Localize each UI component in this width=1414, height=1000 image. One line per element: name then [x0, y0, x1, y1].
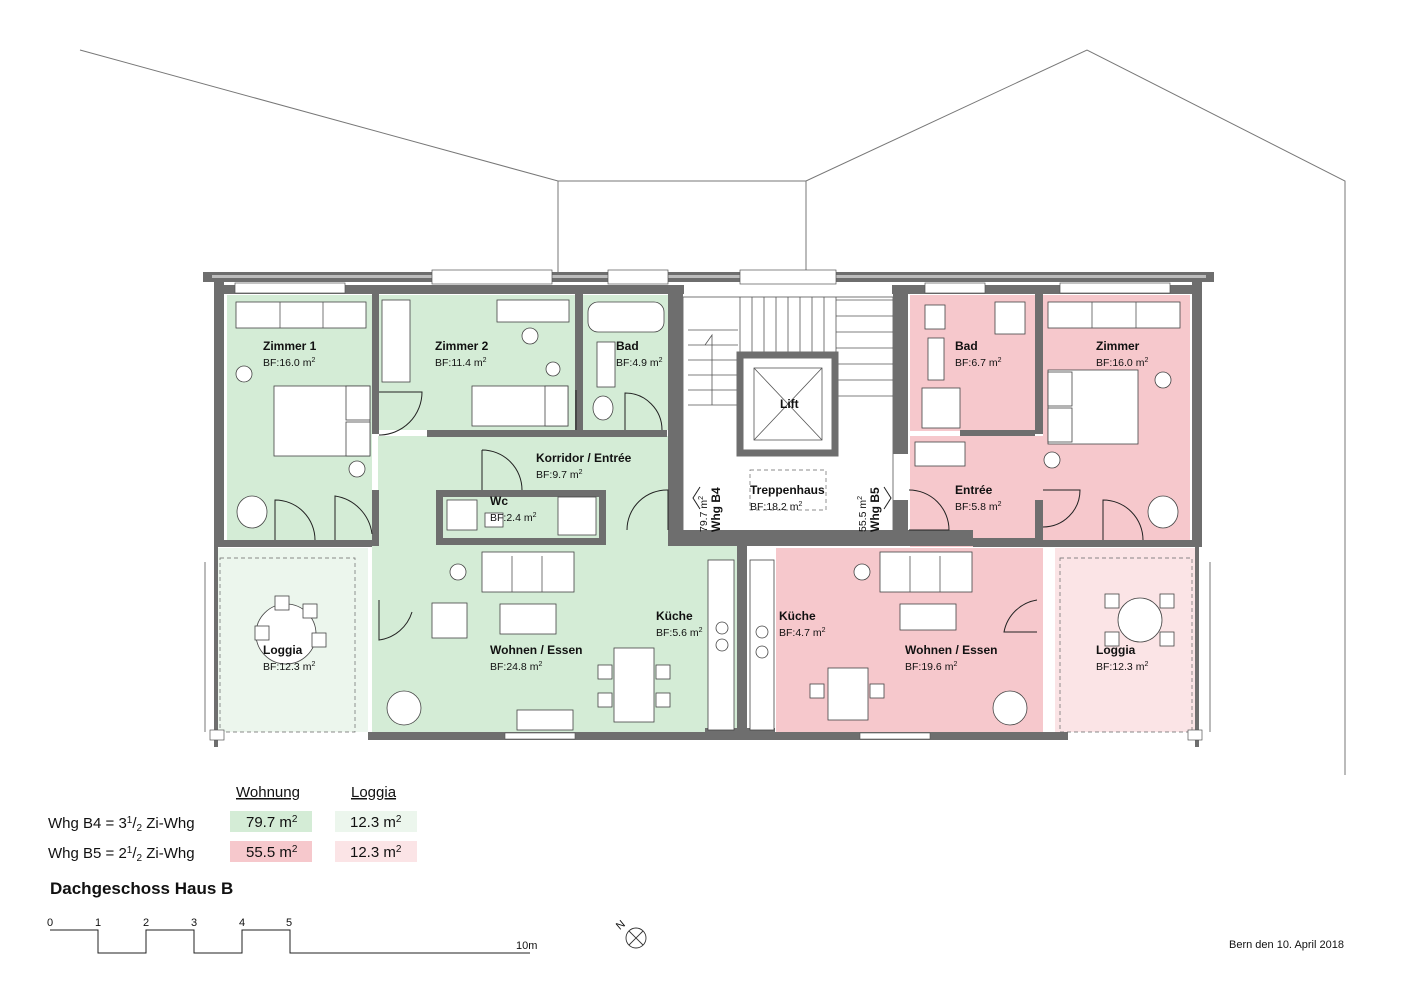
scale-tick-label: 0 — [47, 917, 53, 929]
legend-value: 12.3 m2 — [350, 814, 402, 831]
area-legend: Wohnung Loggia Whg B4 = 31/2 Zi-Whg 79.7… — [48, 784, 417, 864]
room-area: BF:4.7 m2 — [779, 627, 826, 639]
unit-name: Whg B5 — [868, 487, 882, 532]
room-area: BF:5.8 m2 — [955, 501, 1002, 513]
room-area: BF:2.4 m2 — [490, 512, 537, 524]
room-loggia-b4: Loggia BF:12.3 m2 — [263, 643, 315, 673]
room-name: Wohnen / Essen — [905, 643, 997, 657]
drawing-title: Dachgeschoss Haus B — [50, 879, 233, 898]
room-name: Zimmer 2 — [435, 339, 489, 353]
room-area: BF:5.6 m2 — [656, 627, 703, 639]
bathtub-b4 — [587, 301, 665, 333]
walls — [203, 269, 1214, 747]
room-bad-b4: Bad BF:4.9 m2 — [616, 339, 663, 369]
sofa-b5 — [879, 551, 973, 593]
room-area: BF:4.9 m2 — [616, 357, 663, 369]
room-name: Bad — [955, 339, 978, 353]
scale-tick-label: 1 — [95, 917, 101, 929]
legend-swatch-b5-loggia — [335, 841, 417, 862]
room-area: BF:11.4 m2 — [435, 357, 487, 369]
legend-value: 79.7 m2 — [246, 814, 298, 831]
room-name: Treppenhaus — [750, 483, 825, 497]
room-loggia-b5: Loggia BF:12.3 m2 — [1096, 643, 1148, 673]
room-kueche-b4: Küche BF:5.6 m2 — [656, 609, 703, 639]
room-name: Zimmer 1 — [263, 339, 317, 353]
scale-end-label: 10m — [516, 940, 537, 952]
unit-area: 55.5 m2 — [857, 496, 869, 532]
legend-row-b5: Whg B5 = 21/2 Zi-Whg 55.5 m2 12.3 m2 — [48, 841, 417, 864]
room-name: Loggia — [263, 643, 303, 657]
room-zimmer1: Zimmer 1 BF:16.0 m2 — [263, 339, 317, 369]
scale-tick-label: 3 — [191, 917, 197, 929]
room-area: BF:12.3 m2 — [1096, 661, 1148, 673]
room-name: Küche — [656, 609, 693, 623]
legend-header-wohnung: Wohnung — [236, 784, 300, 801]
north-arrow-icon: N — [614, 918, 647, 949]
room-wc: Wc BF:2.4 m2 — [490, 494, 537, 524]
roof-outline — [79, 49, 1346, 775]
room-lift: Lift — [780, 397, 799, 411]
legend-swatch-b4-wohnung — [230, 811, 312, 832]
room-name: Lift — [780, 397, 799, 411]
scale-bar: 0 1 2 3 4 5 10m — [47, 917, 537, 954]
room-bad-b5: Bad BF:6.7 m2 — [955, 339, 1002, 369]
room-area: BF:6.7 m2 — [955, 357, 1002, 369]
staircase-core — [682, 296, 894, 532]
legend-header-loggia: Loggia — [351, 784, 397, 801]
room-treppenhaus: Treppenhaus BF:18.2 m2 — [750, 483, 825, 513]
room-kueche-b5: Küche BF:4.7 m2 — [779, 609, 826, 639]
room-zimmer2: Zimmer 2 BF:11.4 m2 — [435, 339, 489, 369]
room-name: Entrée — [955, 483, 993, 497]
room-wohnen-b5: Wohnen / Essen BF:19.6 m2 — [905, 643, 997, 673]
legend-label: Whg B4 = 31/2 Zi-Whg — [48, 815, 195, 834]
scale-tick-label: 2 — [143, 917, 149, 929]
unit-area: 79.7 m2 — [698, 496, 710, 532]
room-labels: Zimmer 1 BF:16.0 m2 Zimmer 2 BF:11.4 m2 … — [263, 339, 1148, 673]
legend-label: Whg B5 = 21/2 Zi-Whg — [48, 845, 195, 864]
sofa-b4 — [481, 551, 575, 593]
unit-label-b4: 79.7 m2 Whg B4 — [698, 487, 723, 532]
legend-swatch-b5-wohnung — [230, 841, 312, 862]
room-area: BF:16.0 m2 — [263, 357, 315, 369]
north-label: N — [614, 918, 628, 932]
unit-label-b5: 55.5 m2 Whg B5 — [857, 487, 882, 532]
room-name: Küche — [779, 609, 816, 623]
room-korridor: Korridor / Entrée BF:9.7 m2 — [536, 451, 632, 481]
dining-table-b5 — [827, 667, 869, 721]
drawing-date: Bern den 10. April 2018 — [1229, 939, 1344, 951]
legend-value: 55.5 m2 — [246, 844, 298, 861]
room-wohnen-b4: Wohnen / Essen BF:24.8 m2 — [490, 643, 582, 673]
room-area: BF:18.2 m2 — [750, 501, 802, 513]
room-zimmer-b5: Zimmer BF:16.0 m2 — [1096, 339, 1148, 369]
scale-tick-label: 4 — [239, 917, 245, 929]
room-name: Loggia — [1096, 643, 1136, 657]
room-name: Zimmer — [1096, 339, 1140, 353]
room-area: BF:9.7 m2 — [536, 469, 583, 481]
room-name: Wc — [490, 494, 508, 508]
room-name: Korridor / Entrée — [536, 451, 632, 465]
furniture — [235, 299, 1181, 731]
room-area: BF:24.8 m2 — [490, 661, 542, 673]
legend-value: 12.3 m2 — [350, 844, 402, 861]
scale-tick-label: 5 — [286, 917, 292, 929]
room-area: BF:16.0 m2 — [1096, 357, 1148, 369]
room-area: BF:12.3 m2 — [263, 661, 315, 673]
room-name: Bad — [616, 339, 639, 353]
unit-name: Whg B4 — [709, 487, 723, 532]
doors — [274, 390, 1144, 641]
room-area: BF:19.6 m2 — [905, 661, 957, 673]
room-entree-b5: Entrée BF:5.8 m2 — [955, 483, 1002, 513]
legend-swatch-b4-loggia — [335, 811, 417, 832]
legend-row-b4: Whg B4 = 31/2 Zi-Whg 79.7 m2 12.3 m2 — [48, 811, 417, 834]
room-name: Wohnen / Essen — [490, 643, 582, 657]
dining-table-b4 — [613, 647, 655, 723]
loggia-frames — [204, 557, 1211, 741]
